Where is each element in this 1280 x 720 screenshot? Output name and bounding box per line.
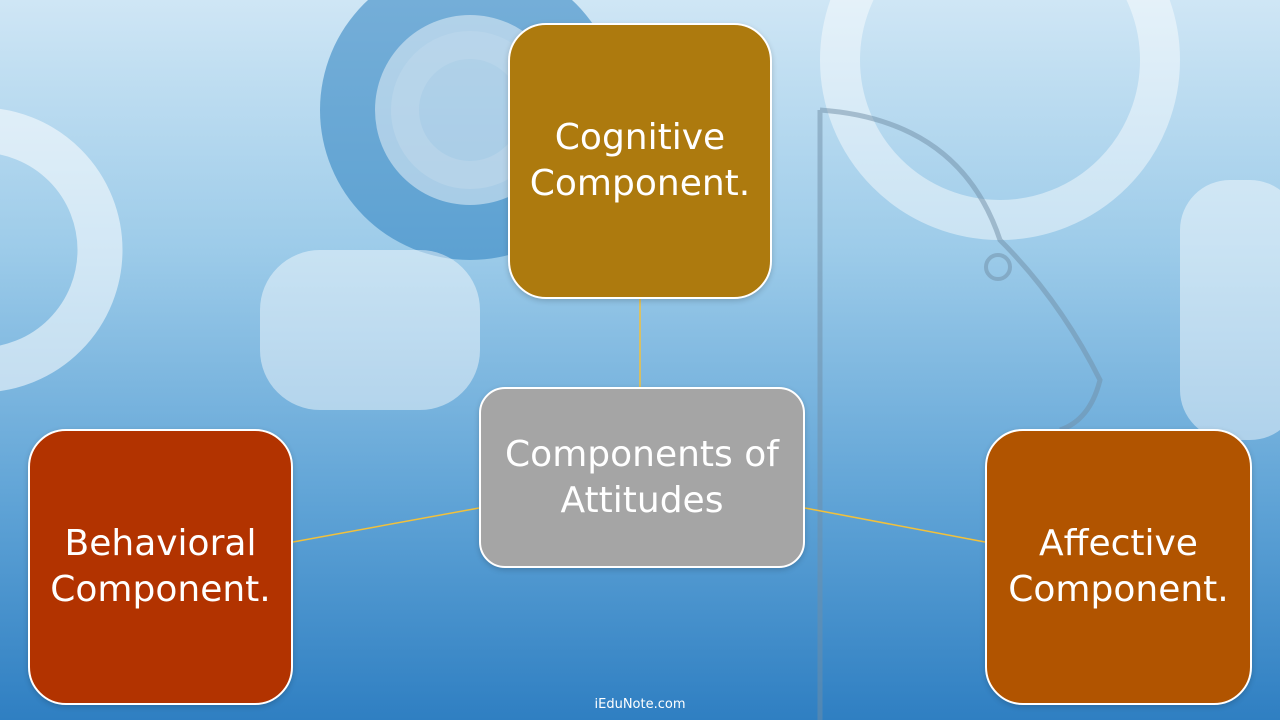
connector-left [292,507,480,543]
cognitive-component-box: Cognitive Component. [508,23,772,299]
components-of-attitudes-label: Components of Attitudes [505,433,779,521]
connector-right [804,507,986,543]
watermark: iEduNote.com [594,697,686,712]
behavioral-component-box: Behavioral Component. [28,429,293,705]
components-of-attitudes-box: Components of Attitudes [479,387,805,568]
behavioral-component-label: Behavioral Component. [50,523,271,610]
affective-component-label: Affective Component. [1008,523,1229,610]
cognitive-component-label: Cognitive Component. [529,117,751,204]
affective-component-box: Affective Component. [985,429,1252,705]
